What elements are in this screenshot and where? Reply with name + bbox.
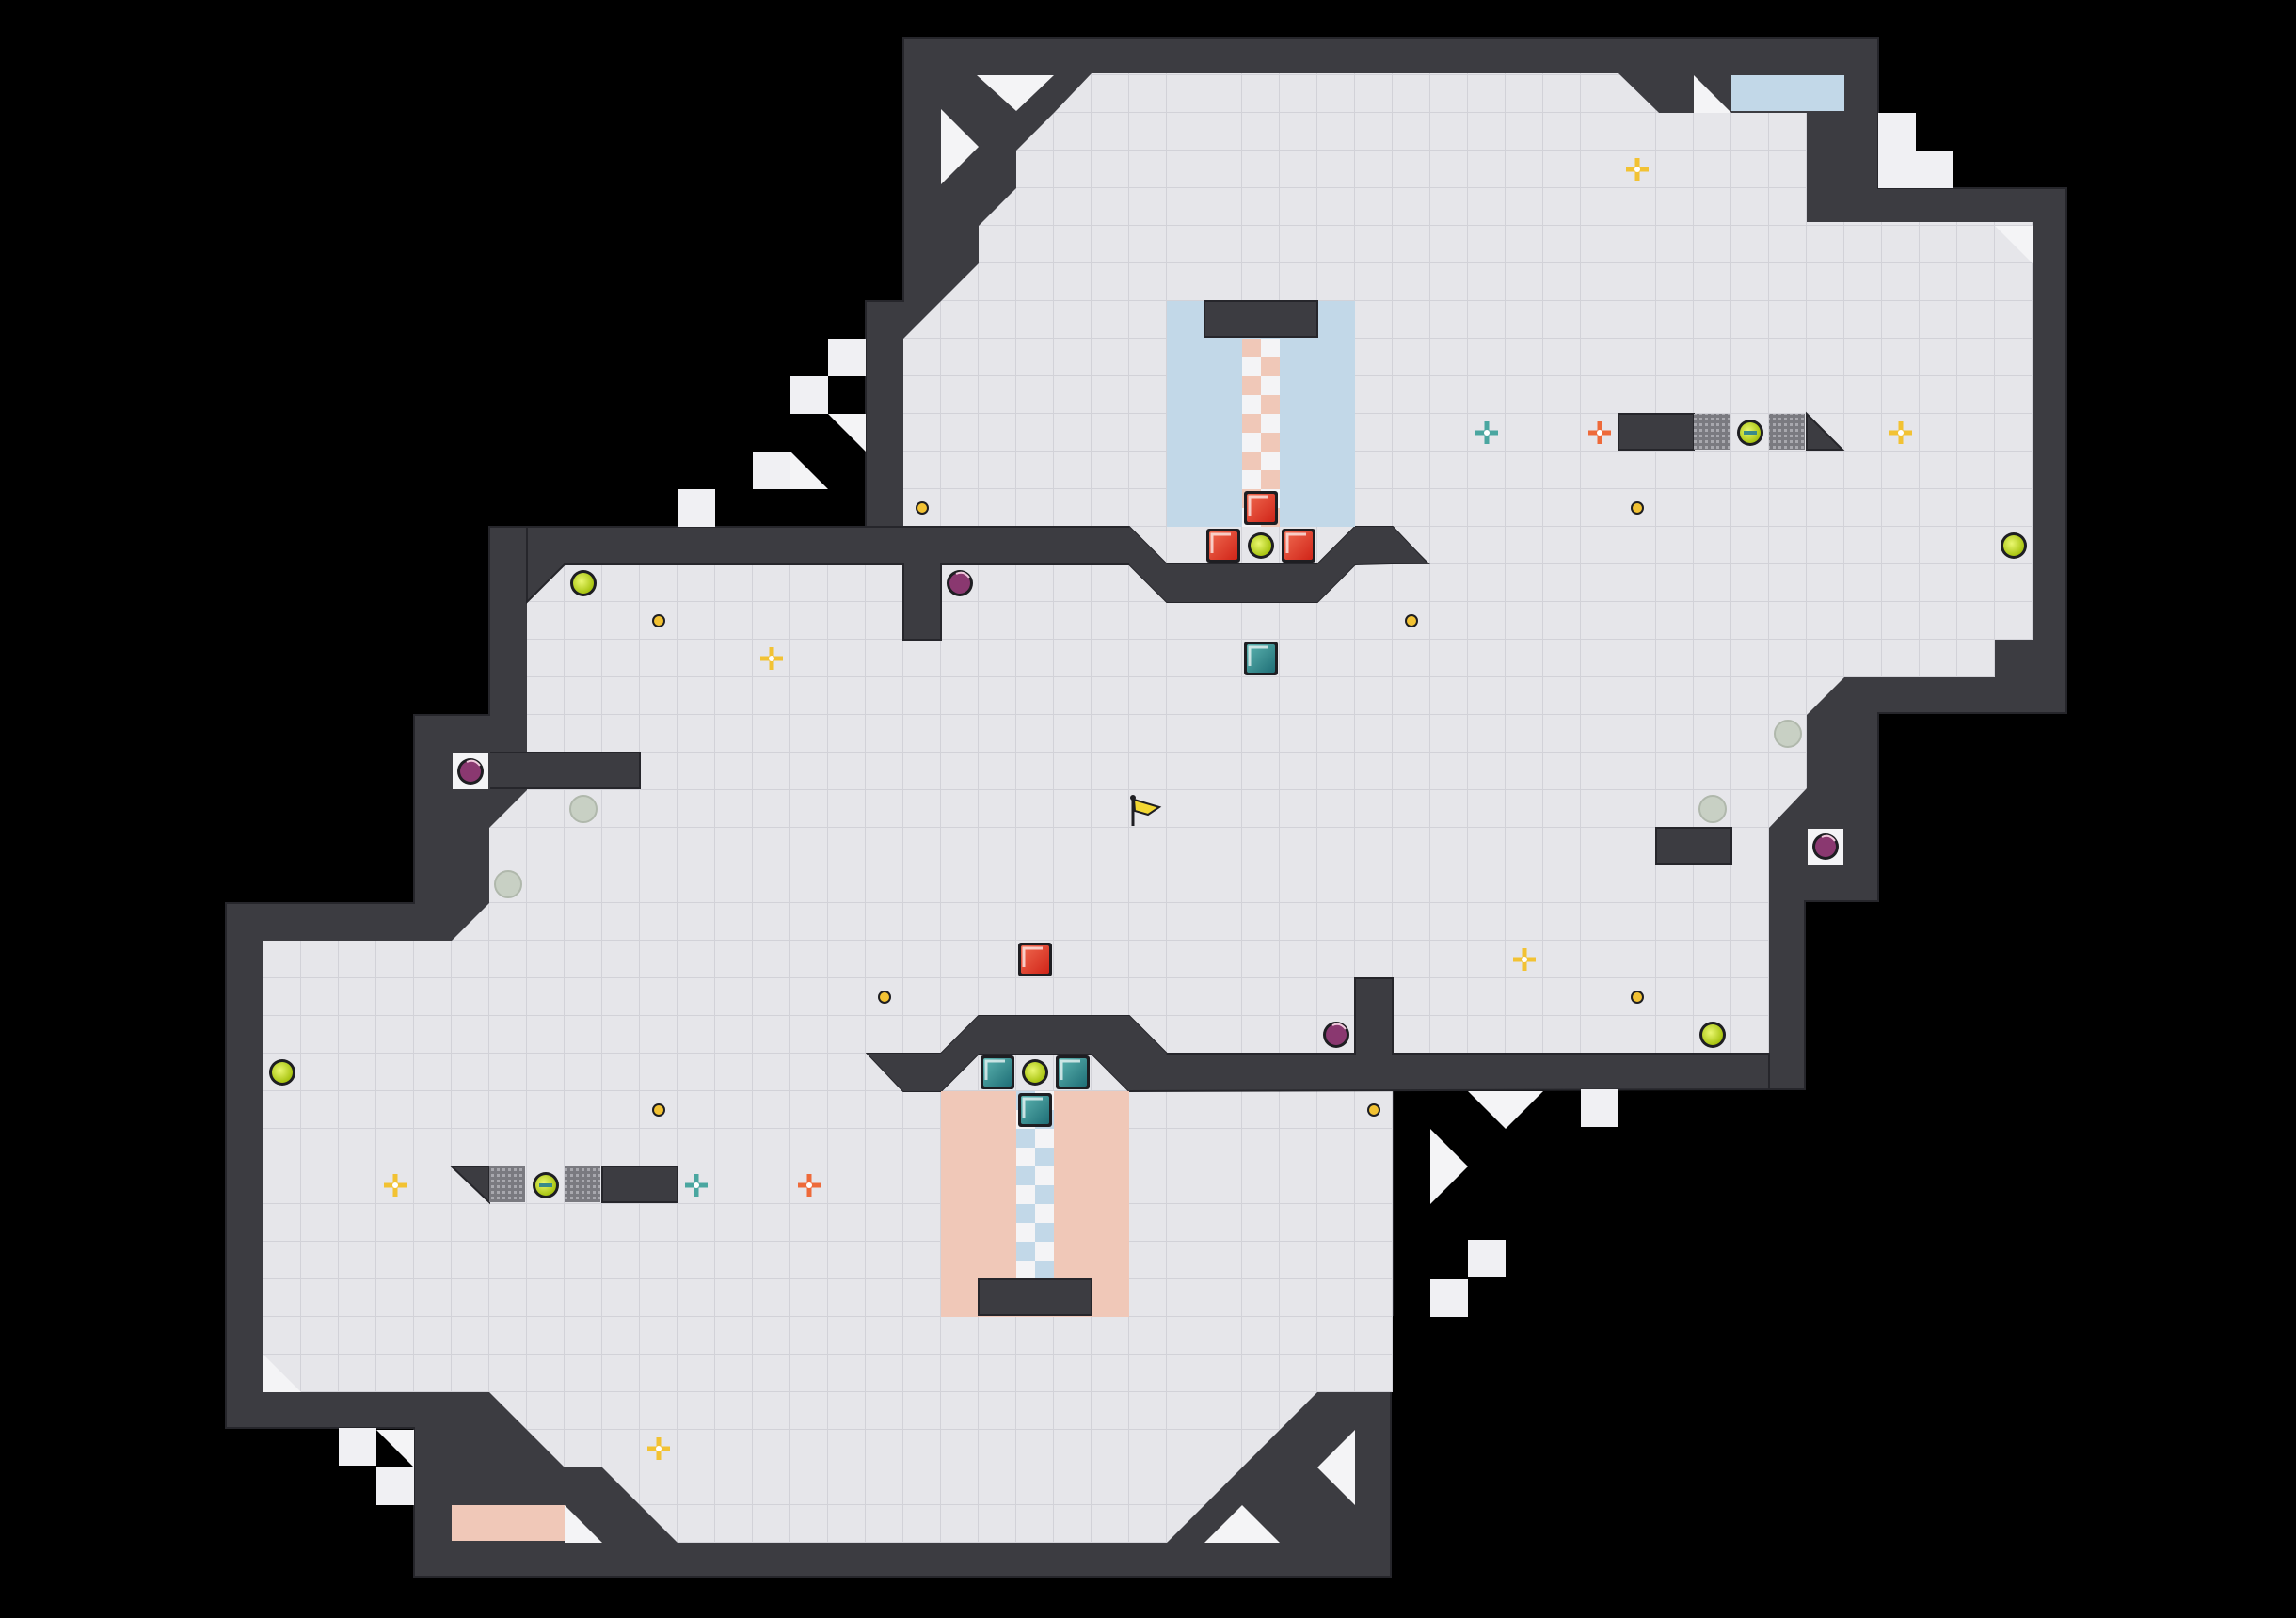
cross-yellow-icon (1889, 421, 1912, 444)
yellow-orb-icon (2001, 532, 2027, 559)
spawn-marker-icon (494, 870, 522, 898)
cross-yellow-icon (647, 1437, 670, 1460)
cross-yellow-icon (384, 1174, 407, 1197)
gate-switch-icon (1737, 420, 1763, 446)
spawn-marker-icon (1774, 720, 1802, 748)
left-ledge-wall (488, 752, 641, 789)
cross-teal-icon (1475, 421, 1498, 444)
purple-bomb-icon (451, 752, 490, 791)
red-block-icon (1282, 529, 1315, 563)
yellow-orb-icon (1248, 532, 1274, 559)
blue-zone (1167, 75, 1844, 527)
cross-yellow-icon (1513, 948, 1536, 971)
wall-steps (339, 113, 1953, 1505)
small-coin-icon (1367, 1103, 1380, 1117)
red-block-icon (1018, 943, 1052, 976)
small-coin-icon (652, 614, 665, 627)
small-coin-icon (916, 501, 929, 515)
cross-teal-icon (685, 1174, 708, 1197)
yellow-orb-icon (1699, 1022, 1726, 1048)
right-bumper-wall (1618, 413, 1695, 451)
cross-orange-icon (798, 1174, 821, 1197)
teal-block-icon (1244, 642, 1278, 675)
gate-switch-icon (533, 1172, 559, 1198)
purple-bomb-icon (1323, 1022, 1349, 1048)
small-coin-icon (878, 991, 891, 1004)
teal-block-icon (1018, 1093, 1052, 1127)
yellow-orb-icon (269, 1059, 295, 1086)
spawn-marker-icon (569, 795, 598, 823)
small-coin-icon (1405, 614, 1418, 627)
purple-bomb-icon (1806, 827, 1845, 866)
cross-yellow-icon (1626, 158, 1649, 181)
teal-block-icon (1056, 1055, 1090, 1089)
cross-orange-icon (1588, 421, 1611, 444)
mesh-grates (489, 414, 1805, 1202)
small-coin-icon (1631, 991, 1644, 1004)
purple-bomb-icon (947, 570, 973, 596)
small-coin-icon (1631, 501, 1644, 515)
left-bumper-wall (601, 1166, 678, 1203)
right-bumper-ramp (1806, 411, 1845, 451)
flag-icon (1130, 795, 1162, 826)
cross-yellow-icon (760, 647, 783, 670)
red-block-icon (1206, 529, 1240, 563)
blue-goal-strip (1731, 75, 1844, 111)
spawn-marker-icon (1698, 795, 1727, 823)
red-block-icon (1244, 491, 1278, 525)
red-goal-strip (452, 1505, 565, 1541)
small-coin-icon (652, 1103, 665, 1117)
yellow-orb-icon (1022, 1059, 1048, 1086)
right-ledge-wall (1655, 827, 1732, 865)
teal-block-icon (981, 1055, 1014, 1089)
yellow-orb-icon (570, 570, 597, 596)
